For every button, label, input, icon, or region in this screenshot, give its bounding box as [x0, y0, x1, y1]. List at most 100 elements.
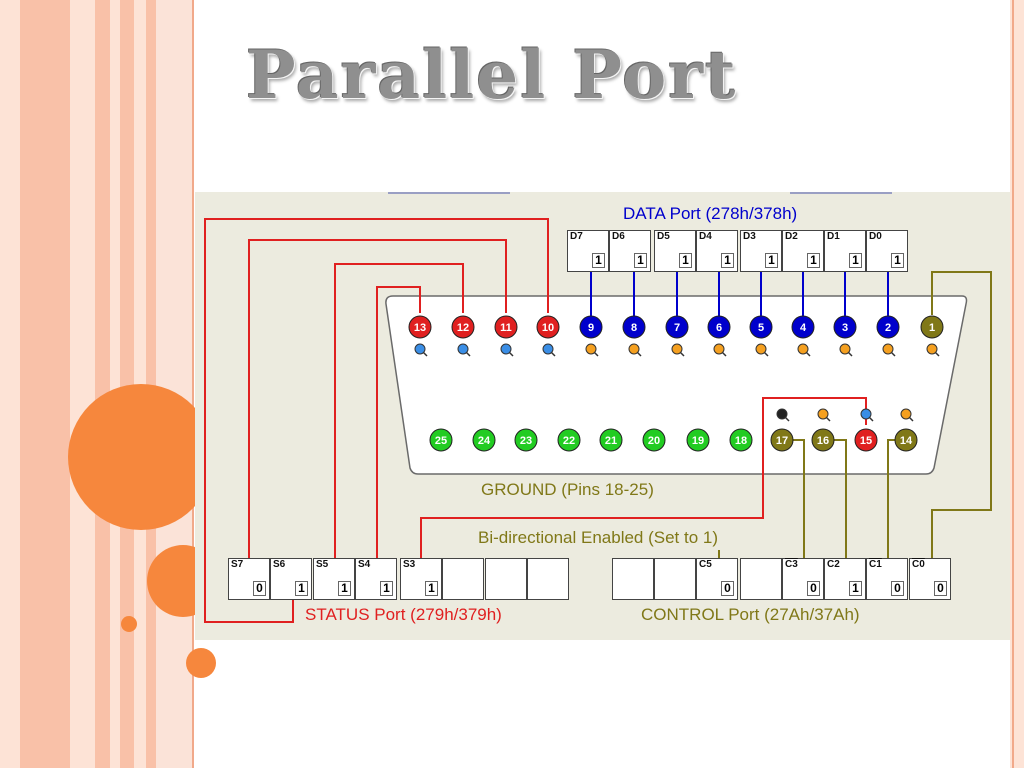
decor-stripe	[20, 0, 70, 768]
pin-16: 16	[811, 428, 835, 452]
decor-circle-small	[121, 616, 137, 632]
bit-value-field[interactable]: 1	[679, 253, 692, 268]
pin-4: 4	[791, 315, 815, 339]
bit-value-field[interactable]: 1	[891, 253, 904, 268]
bit-value-field[interactable]: 1	[634, 253, 647, 268]
decor-circle-large	[68, 384, 214, 530]
control-bit-unused	[654, 558, 696, 600]
bit-value-field[interactable]: 1	[721, 253, 734, 268]
pin-label: 2	[885, 322, 891, 334]
pin-label: 7	[674, 322, 680, 334]
decor-divider	[192, 0, 194, 768]
decor-stripe	[70, 0, 95, 768]
control-port-title: CONTROL Port (27Ah/37Ah)	[641, 605, 860, 624]
pin-label: 19	[692, 435, 704, 447]
decor-stripe	[120, 0, 134, 768]
pin-label: 18	[735, 435, 747, 447]
status-bit-unused	[527, 558, 569, 600]
wire-status-s5	[334, 263, 464, 565]
pin-11: 11	[494, 315, 518, 339]
pin-label: 4	[800, 322, 807, 334]
status-bit-unused	[485, 558, 527, 600]
pin-label: 24	[478, 435, 491, 447]
pin-8: 8	[622, 315, 646, 339]
led-indicator	[585, 343, 599, 357]
status-bit-unused	[442, 558, 484, 600]
led-indicator	[860, 408, 874, 422]
decor-stripe	[156, 0, 192, 768]
decor-circle-small	[186, 648, 216, 678]
control-bit-unused	[612, 558, 654, 600]
control-bit-unused	[740, 558, 782, 600]
bit-value-field[interactable]: 1	[849, 581, 862, 596]
pin-19: 19	[686, 428, 710, 452]
pin-label: 17	[776, 435, 788, 447]
bit-value-field[interactable]: 0	[891, 581, 904, 596]
pin-label: 5	[758, 322, 764, 334]
wire-status-s7	[204, 218, 549, 623]
pin-20: 20	[642, 428, 666, 452]
pin-12: 12	[451, 315, 475, 339]
status-port-title: STATUS Port (279h/379h)	[305, 605, 502, 624]
pin-21: 21	[599, 428, 623, 452]
bit-value-field[interactable]: 0	[807, 581, 820, 596]
bit-value-field[interactable]: 1	[807, 253, 820, 268]
pin-label: 6	[716, 322, 722, 334]
pin-label: 21	[605, 435, 617, 447]
pin-25: 25	[429, 428, 453, 452]
pin-label: 25	[435, 435, 447, 447]
wire-status-s3	[420, 397, 867, 565]
pin-3: 3	[833, 315, 857, 339]
led-indicator	[926, 343, 940, 357]
pin-label: 16	[817, 435, 829, 447]
bit-value-field[interactable]: 1	[380, 581, 393, 596]
slide-title: Parallel Port	[246, 36, 738, 114]
pin-label: 12	[457, 322, 469, 334]
pin-label: 3	[842, 322, 848, 334]
pin-10: 10	[536, 315, 560, 339]
led-indicator	[882, 343, 896, 357]
bit-value-field[interactable]: 1	[765, 253, 778, 268]
led-indicator	[414, 343, 428, 357]
panel-tab	[790, 192, 892, 194]
pin-label: 1	[929, 322, 935, 334]
pin-label: 15	[860, 435, 872, 447]
bit-value-field[interactable]: 0	[721, 581, 734, 596]
data-port-title: DATA Port (278h/378h)	[623, 204, 798, 223]
bit-value-field[interactable]: 0	[253, 581, 266, 596]
wire-status-s6	[248, 239, 507, 565]
pin-label: 14	[900, 435, 913, 447]
bidirectional-label: Bi-directional Enabled (Set to 1)	[478, 528, 719, 547]
pin-2: 2	[876, 315, 900, 339]
pin-label: 13	[414, 322, 426, 334]
pin-7: 7	[665, 315, 689, 339]
bit-value-field[interactable]: 1	[338, 581, 351, 596]
bit-value-field[interactable]: 1	[592, 253, 605, 268]
pin-9: 9	[579, 315, 603, 339]
led-indicator	[900, 408, 914, 422]
led-indicator	[713, 343, 727, 357]
pin-5: 5	[749, 315, 773, 339]
bit-value-field[interactable]: 0	[934, 581, 947, 596]
bit-value-field[interactable]: 1	[425, 581, 438, 596]
bit-value-field[interactable]: 1	[295, 581, 308, 596]
bit-value-field[interactable]: 1	[849, 253, 862, 268]
pin-label: 11	[500, 322, 512, 334]
ground-label: GROUND (Pins 18-25)	[481, 480, 654, 499]
